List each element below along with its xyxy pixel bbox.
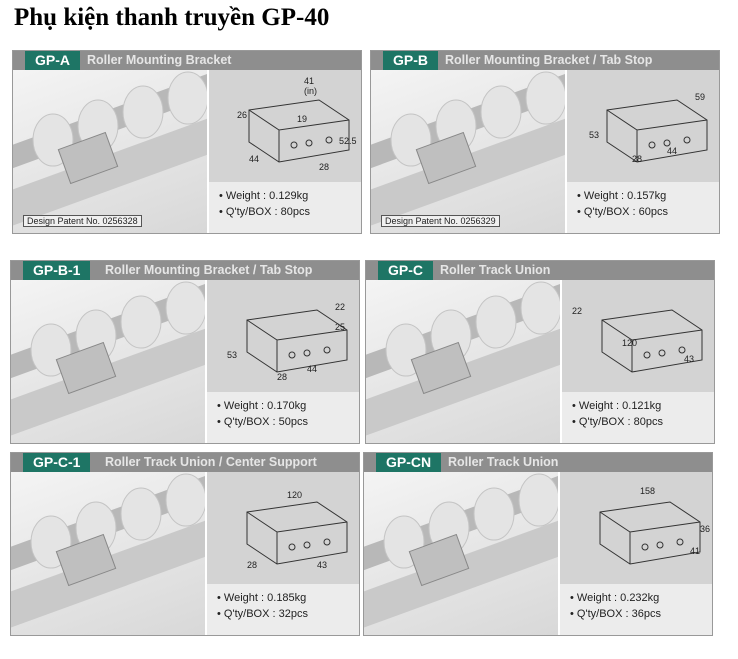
spec-info: • Weight : 0.157kg • Q'ty/BOX : 60pcs	[567, 182, 719, 233]
weight-value: 0.170kg	[267, 400, 307, 412]
dimension-drawing: 59 53 28 44	[567, 70, 719, 182]
qty-value: 32pcs	[278, 608, 308, 620]
dimension-label: 158	[640, 486, 656, 496]
dimension-label: 59	[695, 92, 706, 102]
card-header: GP-B-1 Roller Mounting Bracket / Tab Sto…	[11, 261, 359, 280]
product-name: Roller Track Union	[440, 263, 551, 277]
design-patent-label: Design Patent No. 0256329	[381, 215, 500, 227]
dimension-drawing: 158 36 41	[560, 472, 712, 584]
product-code: GP-B	[383, 51, 438, 70]
product-card-gp-c: GP-C Roller Track Union 22 120 43 • Weight…	[365, 260, 715, 444]
weight-spec: • Weight : 0.121kg	[572, 400, 662, 412]
spec-info: • Weight : 0.232kg • Q'ty/BOX : 36pcs	[560, 584, 712, 635]
qty-value: 80pcs	[280, 206, 310, 218]
dimension-label: 22	[572, 306, 583, 316]
page-title: Phụ kiện thanh truyền GP-40	[14, 4, 330, 31]
product-name: Roller Mounting Bracket / Tab Stop	[105, 263, 313, 277]
dimension-label: 36	[700, 524, 711, 534]
product-photo	[11, 472, 205, 635]
product-card-gp-cn: GP-CN Roller Track Union 158 36 41 • Weigh…	[363, 452, 713, 636]
dimension-label: 25	[335, 322, 346, 332]
spec-info: • Weight : 0.129kg • Q'ty/BOX : 80pcs	[209, 182, 361, 233]
product-card-gp-c-1: GP-C-1 Roller Track Union / Center Suppo…	[10, 452, 360, 636]
qty-spec: • Q'ty/BOX : 50pcs	[217, 416, 308, 428]
dimension-label: 53	[589, 130, 600, 140]
qty-spec: • Q'ty/BOX : 32pcs	[217, 608, 308, 620]
dimension-label: 44	[307, 364, 318, 374]
dimension-drawing: 22 25 53 28 44	[207, 280, 359, 392]
spec-info: • Weight : 0.170kg • Q'ty/BOX : 50pcs	[207, 392, 359, 443]
dimension-label: 43	[684, 354, 695, 364]
weight-value: 0.185kg	[267, 592, 307, 604]
dimension-label: 53	[227, 350, 238, 360]
qty-spec: • Q'ty/BOX : 36pcs	[570, 608, 661, 620]
qty-spec: • Q'ty/BOX : 80pcs	[219, 206, 310, 218]
qty-value: 80pcs	[633, 416, 663, 428]
dimension-label: 28	[277, 372, 288, 382]
weight-value: 0.157kg	[627, 190, 667, 202]
product-code: GP-C	[378, 261, 433, 280]
product-photo: Design Patent No. 0256328	[13, 70, 207, 233]
qty-value: 36pcs	[631, 608, 661, 620]
weight-spec: • Weight : 0.232kg	[570, 592, 660, 604]
spec-info: • Weight : 0.121kg • Q'ty/BOX : 80pcs	[562, 392, 714, 443]
dimension-label: (in)	[304, 86, 317, 96]
dimension-label: 44	[667, 146, 678, 156]
weight-spec: • Weight : 0.157kg	[577, 190, 667, 202]
product-name: Roller Mounting Bracket	[87, 53, 232, 67]
dimension-label: 22	[335, 302, 346, 312]
dimension-drawing: 41(in) 26 19 44 28 52.5	[209, 70, 361, 182]
product-photo: Design Patent No. 0256329	[371, 70, 565, 233]
product-photo	[366, 280, 560, 443]
qty-value: 50pcs	[278, 416, 308, 428]
dimension-label: 41	[690, 546, 701, 556]
dimension-label: 28	[319, 162, 330, 172]
product-card-gp-a: GP-A Roller Mounting Bracket Design Pate…	[12, 50, 362, 234]
dimension-label: 120	[622, 338, 638, 348]
product-photo	[11, 280, 205, 443]
dimension-label: 28	[632, 154, 643, 164]
spec-info: • Weight : 0.185kg • Q'ty/BOX : 32pcs	[207, 584, 359, 635]
weight-spec: • Weight : 0.170kg	[217, 400, 307, 412]
card-header: GP-C-1 Roller Track Union / Center Suppo…	[11, 453, 359, 472]
dimension-label: 19	[297, 114, 308, 124]
qty-spec: • Q'ty/BOX : 60pcs	[577, 206, 668, 218]
weight-spec: • Weight : 0.129kg	[219, 190, 309, 202]
dimension-drawing: 22 120 43	[562, 280, 714, 392]
dimension-label: 43	[317, 560, 328, 570]
product-photo	[364, 472, 558, 635]
product-name: Roller Mounting Bracket / Tab Stop	[445, 53, 653, 67]
card-header: GP-C Roller Track Union	[366, 261, 714, 280]
product-code: GP-C-1	[23, 453, 91, 472]
dimension-label: 52.5	[339, 136, 357, 146]
dimension-label: 120	[287, 490, 303, 500]
qty-value: 60pcs	[638, 206, 668, 218]
dimension-drawing: 120 28 43	[207, 472, 359, 584]
product-code: GP-CN	[376, 453, 442, 472]
dimension-label: 41	[304, 76, 315, 86]
dimension-label: 44	[249, 154, 260, 164]
product-code: GP-B-1	[23, 261, 91, 280]
qty-spec: • Q'ty/BOX : 80pcs	[572, 416, 663, 428]
weight-value: 0.121kg	[622, 400, 662, 412]
product-card-gp-b-1: GP-B-1 Roller Mounting Bracket / Tab Sto…	[10, 260, 360, 444]
product-name: Roller Track Union / Center Support	[105, 455, 317, 469]
dimension-label: 26	[237, 110, 248, 120]
product-card-gp-b: GP-B Roller Mounting Bracket / Tab Stop …	[370, 50, 720, 234]
weight-spec: • Weight : 0.185kg	[217, 592, 307, 604]
product-code: GP-A	[25, 51, 80, 70]
design-patent-label: Design Patent No. 0256328	[23, 215, 142, 227]
weight-value: 0.232kg	[620, 592, 660, 604]
product-name: Roller Track Union	[448, 455, 559, 469]
card-header: GP-A Roller Mounting Bracket	[13, 51, 361, 70]
dimension-label: 28	[247, 560, 258, 570]
card-header: GP-CN Roller Track Union	[364, 453, 712, 472]
card-header: GP-B Roller Mounting Bracket / Tab Stop	[371, 51, 719, 70]
weight-value: 0.129kg	[269, 190, 309, 202]
